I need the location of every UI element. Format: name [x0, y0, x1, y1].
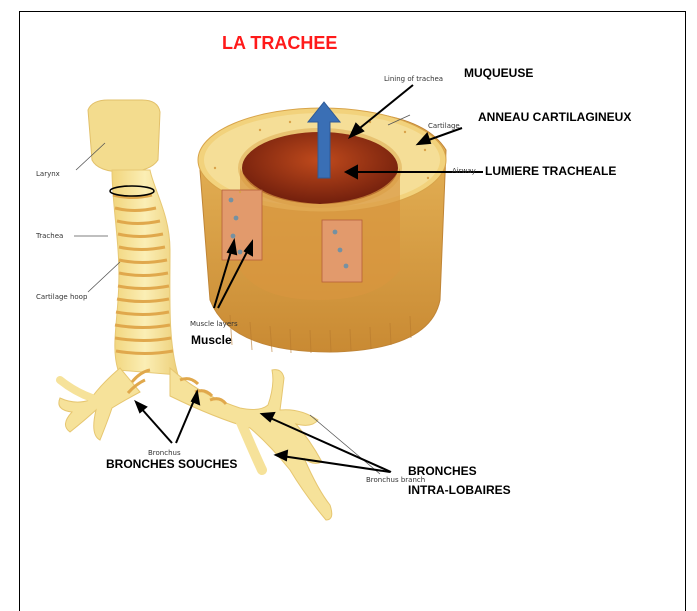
label-bronchus: Bronchus: [148, 449, 181, 457]
label-muscle-layers: Muscle layers: [190, 320, 238, 328]
left-bronchus: [59, 368, 140, 440]
label-lining-of-trachea: Lining of trachea: [384, 75, 443, 83]
label-muscle: Muscle: [191, 333, 232, 347]
trachea-cross-section: [198, 102, 446, 353]
label-bronches: BRONCHES: [408, 464, 477, 478]
label-cartilage: Cartilage: [428, 122, 460, 130]
label-cartilage-hoop: Cartilage hoop: [36, 293, 87, 301]
label-larynx: Larynx: [36, 170, 60, 178]
label-trachea: Trachea: [36, 232, 63, 240]
page-title: LA TRACHEE: [222, 33, 337, 54]
label-lumiere-tracheale: LUMIERE TRACHEALE: [485, 164, 616, 178]
label-airway: Airway: [452, 167, 476, 175]
label-muqueuse: MUQUEUSE: [464, 66, 533, 80]
label-intra-lobaires: INTRA-LOBAIRES: [408, 483, 511, 497]
label-bronches-souches: BRONCHES SOUCHES: [106, 457, 237, 471]
larynx-shape: [88, 100, 160, 172]
label-anneau-cartilagineux: ANNEAU CARTILAGINEUX: [478, 110, 631, 124]
